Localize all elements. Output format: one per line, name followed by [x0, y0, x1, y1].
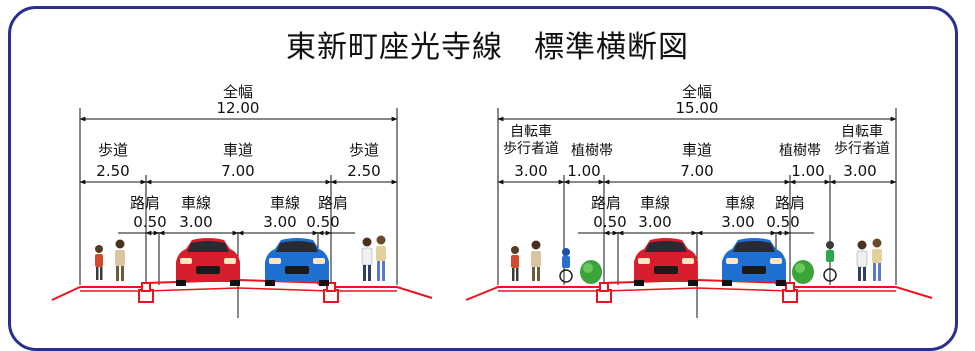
section-value: 7.00 — [680, 162, 713, 180]
overall-width-value: 15.00 — [676, 99, 719, 117]
sub-value: 0.50 — [306, 213, 339, 231]
overall-width-label: 全幅 — [223, 83, 253, 101]
cyclist-icon — [559, 248, 573, 283]
section-label: 歩道 — [98, 141, 128, 159]
section-value: 2.50 — [96, 162, 129, 180]
pedestrian-icon — [361, 235, 386, 281]
sub-label: 路肩 — [130, 194, 160, 212]
road-surface — [465, 278, 933, 301]
pedestrian-icon — [856, 238, 882, 281]
overall-width-value: 12.00 — [217, 99, 260, 117]
section-value: 1.00 — [567, 162, 600, 180]
tree-icon — [792, 260, 814, 284]
right-cross-section: 全幅 15.00 自転車歩行者道 3.00 植樹帯 1.00 車道 7.00 植… — [465, 83, 933, 318]
sub-label: 車線 — [640, 194, 670, 212]
sub-label: 車線 — [270, 194, 300, 212]
section-label: 自転車歩行者道 — [503, 123, 559, 157]
sub-value: 3.00 — [721, 213, 754, 231]
section-label: 車道 — [223, 141, 253, 159]
cyclist-icon — [823, 241, 837, 282]
road-surface — [498, 287, 896, 292]
section-label: 車道 — [682, 141, 712, 159]
left-cross-section: 全幅 12.00 歩道 2.50 車道 7.00 歩道 2.50 路肩 0.50… — [51, 83, 433, 318]
section-value: 1.00 — [791, 162, 824, 180]
red-car-icon — [634, 238, 698, 286]
pedestrian-icon — [511, 240, 541, 281]
section-value: 3.00 — [843, 162, 876, 180]
pedestrian-icon — [95, 239, 125, 281]
sub-label: 車線 — [725, 194, 755, 212]
blue-car-icon — [722, 238, 786, 286]
page-title: 東新町座光寺線 標準横断図 — [286, 30, 689, 65]
section-label: 植樹帯 — [779, 143, 821, 159]
sub-value: 0.50 — [593, 213, 626, 231]
sub-value: 3.00 — [179, 213, 212, 231]
road-surface — [80, 287, 397, 292]
sub-label: 路肩 — [591, 194, 621, 212]
section-label: 植樹帯 — [571, 143, 613, 159]
blue-car-icon — [265, 238, 329, 286]
section-value: 3.00 — [514, 162, 547, 180]
sub-label: 路肩 — [318, 194, 348, 212]
section-label: 歩道 — [349, 141, 379, 159]
sub-value: 3.00 — [263, 213, 296, 231]
overall-width-label: 全幅 — [682, 83, 712, 101]
sub-label: 路肩 — [775, 194, 805, 212]
sub-label: 車線 — [181, 194, 211, 212]
curb-block — [596, 282, 612, 303]
curb-block — [323, 282, 339, 303]
sub-value: 0.50 — [133, 213, 166, 231]
cross-section-diagram: 全幅 12.00 歩道 2.50 車道 7.00 歩道 2.50 路肩 0.50… — [51, 83, 933, 318]
sub-value: 0.50 — [766, 213, 799, 231]
red-car-icon — [176, 238, 240, 286]
road-surface — [51, 278, 433, 301]
section-value: 7.00 — [221, 162, 254, 180]
section-value: 2.50 — [347, 162, 380, 180]
section-label: 自転車歩行者道 — [834, 123, 890, 157]
curb-block — [138, 282, 154, 303]
curb-block — [782, 282, 798, 303]
tree-icon — [580, 260, 602, 284]
sub-value: 3.00 — [638, 213, 671, 231]
